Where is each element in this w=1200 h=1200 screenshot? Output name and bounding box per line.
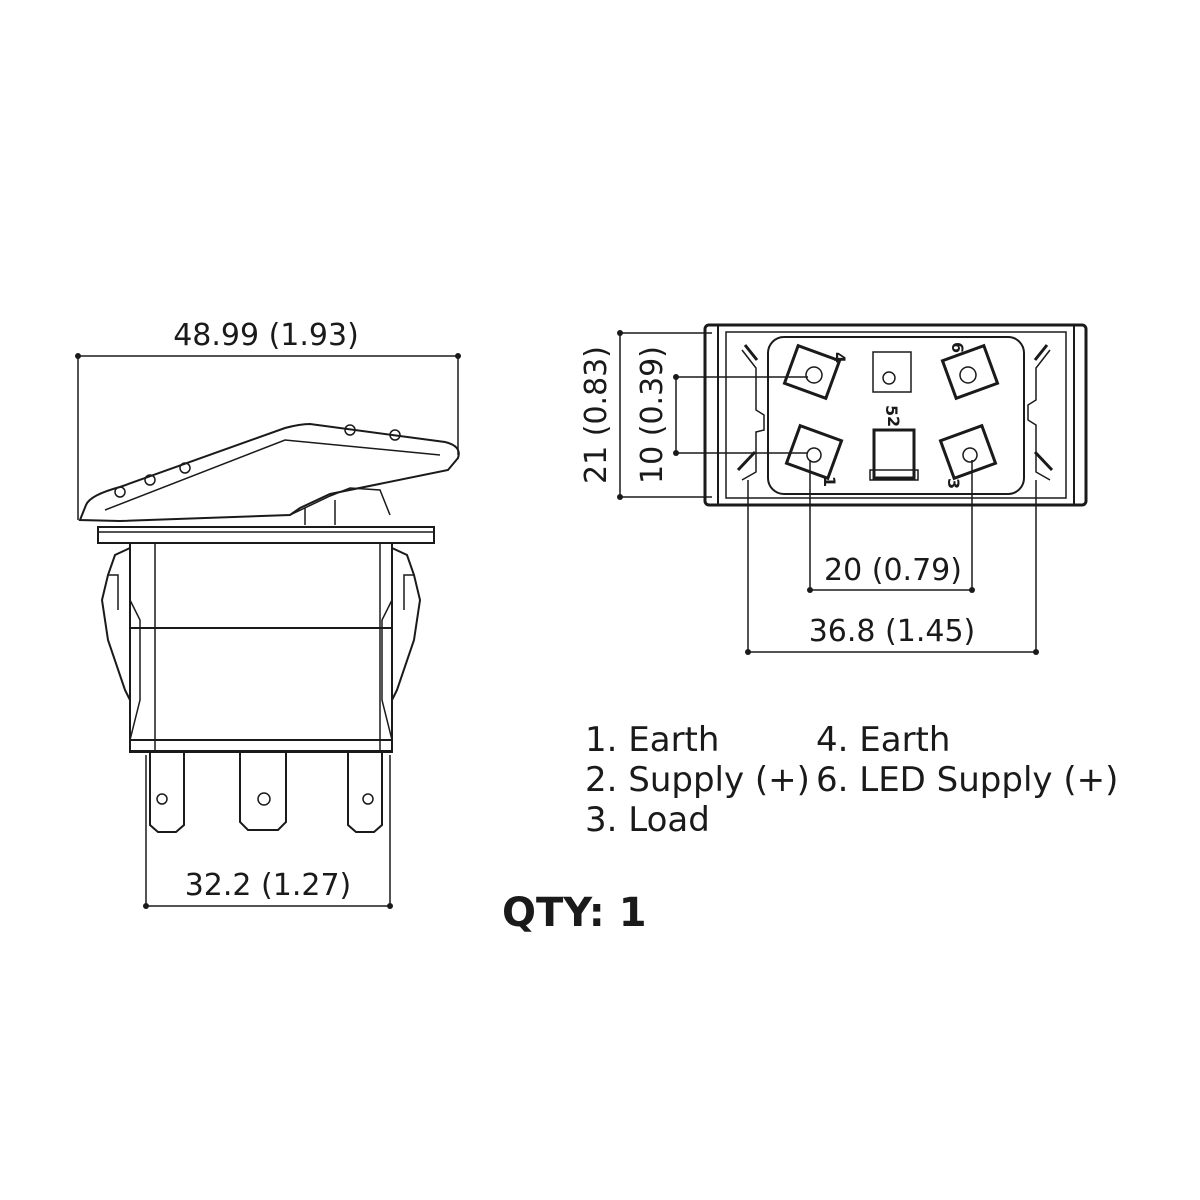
legend-item-3: 3. Load	[585, 800, 710, 840]
pin-3: 3	[938, 423, 998, 489]
legend-item-2: 2. Supply (+)	[585, 760, 810, 800]
pin-4: 4	[782, 343, 849, 401]
pin-5-number: 5	[882, 405, 901, 416]
height-total-label: 21 (0.83)	[579, 346, 614, 484]
body-width-dimension: 32.2 (1.27)	[143, 755, 393, 909]
pin-spacing-dimension: 20 (0.79)	[807, 460, 975, 593]
overall-width-label: 48.99 (1.93)	[173, 318, 359, 353]
pin-1-number: 1	[820, 476, 839, 487]
quantity-label: QTY: 1	[502, 890, 647, 936]
terminals	[149, 752, 383, 833]
housing-width-dimension: 36.8 (1.45)	[745, 480, 1039, 655]
side-view: 48.99 (1.93)	[75, 318, 461, 909]
switch-body	[100, 542, 422, 753]
legend-item-6: 6. LED Supply (+)	[816, 760, 1118, 800]
pin-6-number: 6	[948, 342, 967, 353]
pin-1: 1	[784, 423, 844, 487]
bottom-view: 4 5 6 1 2 3	[579, 323, 1088, 655]
pin-2: 2	[869, 416, 919, 481]
rocker-actuator	[78, 422, 460, 525]
body-width-label: 32.2 (1.27)	[185, 868, 352, 903]
housing-width-label: 36.8 (1.45)	[809, 614, 976, 649]
pin-5: 5	[872, 351, 912, 416]
height-pitch-dimension: 10 (0.39)	[635, 346, 808, 484]
pin-legend: 1. Earth 2. Supply (+) 3. Load 4. Earth …	[585, 720, 1118, 840]
pin-2-number: 2	[884, 416, 903, 427]
housing-outline	[703, 323, 1088, 507]
height-pitch-label: 10 (0.39)	[635, 346, 670, 484]
pin-6: 6	[940, 342, 1000, 401]
overall-width-dimension: 48.99 (1.93)	[75, 318, 461, 520]
pin-spacing-label: 20 (0.79)	[824, 553, 962, 588]
height-total-dimension: 21 (0.83)	[579, 330, 712, 500]
pin-4-number: 4	[830, 352, 849, 363]
pin-3-number: 3	[944, 478, 963, 489]
legend-item-4: 4. Earth	[816, 720, 950, 760]
legend-item-1: 1. Earth	[585, 720, 719, 760]
bezel-flange	[97, 526, 435, 544]
